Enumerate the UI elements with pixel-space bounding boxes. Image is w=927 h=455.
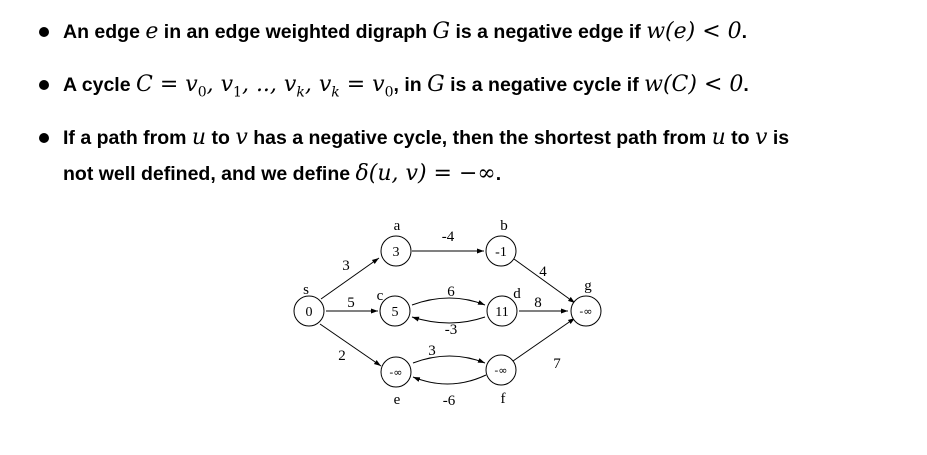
math-G: G: [427, 72, 445, 97]
text: , in: [393, 74, 428, 96]
math-G: G: [432, 19, 451, 44]
math-v: v: [235, 125, 248, 150]
node-a: 3 a: [380, 218, 412, 267]
node-circle: [380, 356, 412, 388]
text: has a negative cycle, then the shortest …: [247, 127, 712, 149]
node-value: -∞: [494, 364, 507, 377]
edge-e-f: [412, 355, 486, 364]
node-circle: [380, 235, 412, 267]
edge-weight-c-d: 6: [447, 284, 455, 300]
node-value: 11: [495, 305, 508, 320]
edge-weight-s-c: 5: [347, 295, 355, 311]
math-e: e: [145, 19, 159, 44]
edge-f-e: [412, 374, 487, 385]
node-circle: [293, 295, 325, 327]
math-weight-condition: w(e) < 0: [646, 19, 742, 44]
edge-weight-f-e: -6: [443, 393, 456, 409]
text: If a path from: [63, 127, 192, 149]
node-e: -∞ e: [380, 356, 412, 408]
edge-weight-f-g: 7: [553, 356, 561, 372]
edge-c-d: [411, 297, 486, 306]
node-circle: [379, 295, 411, 327]
node-value: 3: [393, 245, 400, 260]
node-label: c: [377, 288, 384, 304]
node-label: d: [513, 286, 521, 302]
node-value: -∞: [389, 366, 402, 379]
edge-weight-b-g: 4: [539, 264, 547, 280]
math-u: u: [711, 125, 726, 150]
edge-s-e: [319, 323, 382, 367]
node-label: f: [501, 391, 506, 407]
text: not well defined, and we define: [63, 163, 356, 185]
edge-f-g: [512, 317, 576, 362]
node-label: g: [584, 278, 592, 294]
node-circle: [570, 295, 602, 327]
node-s: 0 s: [293, 282, 325, 327]
bullet-negative-cycle: A cycle C = v0, v1, .., vk, vk = v0, in …: [36, 67, 749, 110]
node-circle: [485, 354, 517, 386]
node-value: -1: [495, 245, 507, 260]
text: An edge: [63, 21, 146, 43]
text: .: [741, 21, 748, 43]
edge-weight-e-f: 3: [428, 343, 436, 359]
node-circle: [485, 235, 517, 267]
bullet-negative-edge: An edge e in an edge weighted digraph G …: [36, 14, 747, 50]
edge-weight-d-c: -3: [445, 322, 458, 338]
bullet-dot: [39, 27, 49, 37]
text: .: [495, 163, 502, 185]
math-u: u: [191, 125, 207, 150]
text: in an edge weighted digraph: [158, 21, 433, 43]
bullet-dot: [39, 133, 49, 143]
math-cycle-weight-condition: w(C) < 0: [644, 72, 744, 97]
node-value: 5: [392, 305, 399, 320]
node-c: 5 c: [377, 288, 411, 327]
node-label: b: [500, 218, 508, 234]
math-cycle-definition: C = v0, v1, .., vk, vk = v0: [136, 72, 394, 101]
edge-d-c: [411, 316, 486, 324]
node-label: e: [394, 392, 401, 408]
node-label: s: [303, 282, 309, 298]
text: is: [767, 127, 790, 149]
node-value: 0: [306, 305, 313, 320]
text: to: [206, 127, 236, 149]
edge-weight-s-a: 3: [342, 258, 350, 274]
node-value: -∞: [579, 305, 592, 318]
bullet-dot: [39, 80, 49, 90]
edge-s-a: [320, 257, 380, 300]
edge-weight-s-e: 2: [338, 348, 346, 364]
node-f: -∞ f: [485, 354, 517, 407]
text: is a negative cycle if: [444, 74, 645, 96]
node-d: 11 d: [486, 286, 521, 327]
edge-weight-d-g: 8: [534, 295, 542, 311]
math-delta-definition: δ(u, v) = −∞: [355, 161, 496, 186]
edge-b-g: [513, 258, 576, 304]
text: is a negative edge if: [450, 21, 647, 43]
text: A cycle: [63, 74, 136, 96]
bullet-shortest-path: If a path from u to v has a negative cyc…: [36, 120, 789, 192]
math-v: v: [755, 125, 768, 150]
text: to: [725, 127, 755, 149]
edge-weight-a-b: -4: [442, 229, 455, 245]
node-g: -∞ g: [570, 278, 602, 327]
text: .: [743, 74, 749, 96]
node-label: a: [394, 218, 401, 234]
node-b: -1 b: [485, 218, 517, 267]
node-circle: [486, 295, 518, 327]
